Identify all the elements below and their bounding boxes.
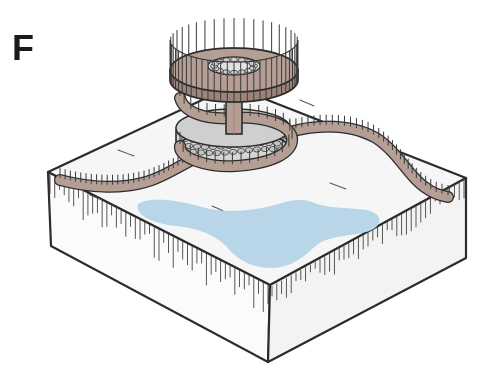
- base-stone: [221, 150, 228, 155]
- base-stone: [213, 150, 220, 155]
- deck-stone: [249, 61, 256, 65]
- base-stone: [261, 146, 268, 151]
- base-stone: [229, 149, 236, 154]
- base-stone: [185, 143, 192, 148]
- deck-stone: [245, 68, 252, 72]
- base-stone: [245, 148, 252, 153]
- deck-stone: [223, 70, 230, 74]
- base-stone: [193, 144, 200, 149]
- observation-deck: [170, 18, 298, 102]
- base-stone: [269, 146, 276, 151]
- deck-stone: [238, 70, 245, 74]
- base-stone: [253, 147, 260, 152]
- deck-stone: [231, 57, 238, 61]
